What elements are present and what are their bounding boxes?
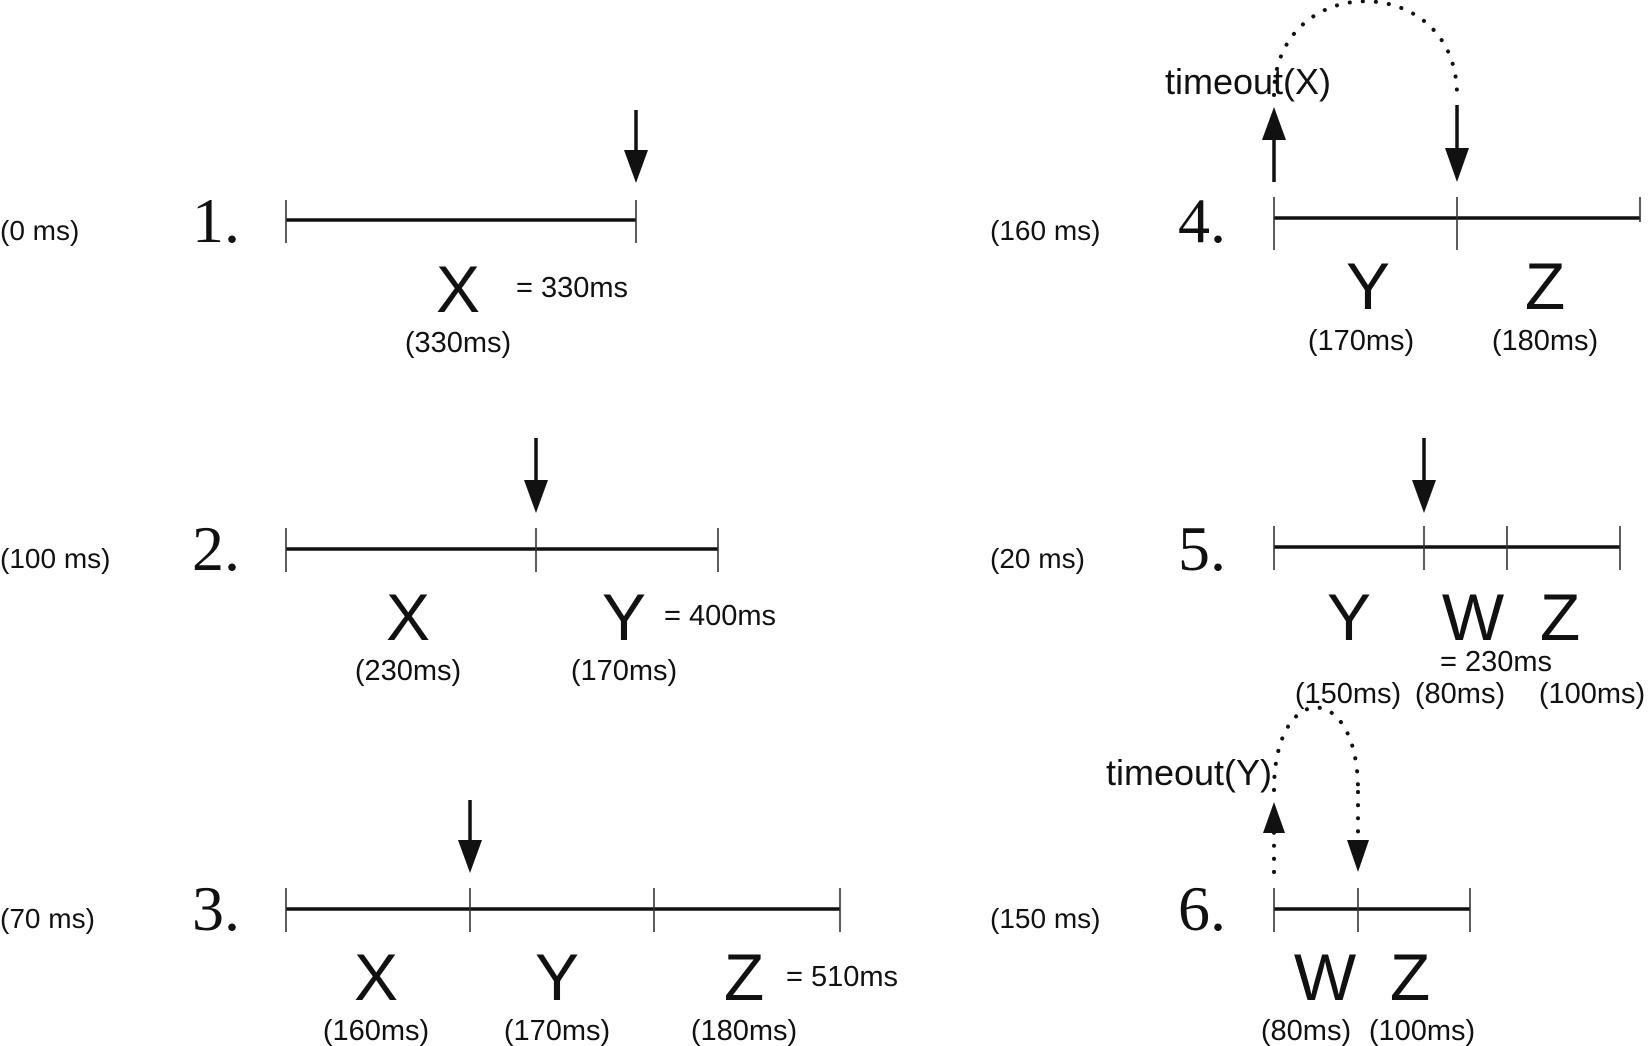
step-5-segment-z-letter: Z	[1540, 580, 1580, 654]
step-6-arrow-down-icon	[1347, 790, 1369, 872]
step-1-segment-x-letter: X	[436, 252, 480, 326]
step-4-timeout-loop	[1272, 0, 1459, 97]
step-4-timeline	[1273, 197, 1641, 250]
step-3: (70 ms) 3. X (160ms) Y (170ms) Z (180ms)…	[0, 800, 898, 1046]
step-3-timeline	[285, 888, 841, 932]
step-6-segment-w-duration: (80ms)	[1261, 1015, 1351, 1046]
step-5: (20 ms) 5. Y (150ms) W (80ms) Z (100ms) …	[990, 438, 1645, 710]
step-1-total: = 330ms	[516, 272, 628, 304]
step-5-segment-y-duration: (150ms)	[1295, 678, 1401, 710]
step-5-elapsed: (20 ms)	[990, 543, 1085, 574]
step-3-segment-z-letter: Z	[724, 940, 764, 1014]
step-4-number: 4.	[1178, 185, 1226, 256]
step-2-segment-x-letter: X	[386, 580, 430, 654]
step-2: (100 ms) 2. X (230ms) Y (170ms) = 400ms	[0, 438, 776, 687]
step-6-elapsed: (150 ms)	[990, 903, 1100, 934]
step-6-segment-z-letter: Z	[1390, 940, 1430, 1014]
step-2-elapsed: (100 ms)	[0, 543, 110, 574]
step-3-segment-x-letter: X	[354, 940, 398, 1014]
step-5-segment-z-duration: (100ms)	[1539, 678, 1645, 710]
step-1-number: 1.	[192, 185, 240, 256]
step-2-segment-y-letter: Y	[602, 580, 646, 654]
step-1-arrow-down-icon	[624, 110, 648, 183]
step-5-segment-w-letter: W	[1442, 580, 1505, 654]
step-4-timeout-arrow-up-icon	[1262, 107, 1286, 182]
step-5-arrow-down-icon	[1412, 438, 1436, 513]
step-3-segment-z-duration: (180ms)	[691, 1015, 797, 1046]
step-4-segment-z-letter: Z	[1525, 249, 1565, 323]
step-6: (150 ms) 6. timeout(Y) W (80ms) Z (100ms…	[990, 705, 1475, 1046]
step-6-timeline	[1273, 888, 1471, 932]
step-4-arrow-down-icon	[1445, 105, 1469, 182]
step-6-timeout-loop	[1272, 705, 1360, 792]
step-6-timeout-label: timeout(Y)	[1106, 752, 1272, 793]
step-2-number: 2.	[192, 513, 240, 584]
step-3-total: = 510ms	[786, 961, 898, 993]
step-4-segment-z-duration: (180ms)	[1492, 325, 1598, 357]
step-1-elapsed: (0 ms)	[0, 215, 79, 246]
step-3-segment-y-letter: Y	[535, 940, 579, 1014]
step-1-segment-x-duration: (330ms)	[405, 327, 511, 359]
step-4-segment-y-duration: (170ms)	[1308, 325, 1414, 357]
step-5-segment-w-duration: (80ms)	[1415, 678, 1505, 710]
step-5-timeline	[1273, 526, 1621, 570]
step-2-segment-y-duration: (170ms)	[571, 655, 677, 687]
step-3-elapsed: (70 ms)	[0, 903, 95, 934]
step-3-segment-y-duration: (170ms)	[504, 1015, 610, 1046]
step-2-segment-x-duration: (230ms)	[355, 655, 461, 687]
step-6-segment-w-letter: W	[1294, 940, 1357, 1014]
step-2-timeline	[285, 528, 719, 572]
step-4-timeout-label: timeout(X)	[1165, 61, 1331, 102]
step-3-number: 3.	[192, 873, 240, 944]
step-4-segment-y-letter: Y	[1346, 249, 1390, 323]
step-6-timeout-arrow-up-icon	[1263, 802, 1285, 874]
step-6-segment-z-duration: (100ms)	[1369, 1015, 1475, 1046]
step-6-number: 6.	[1178, 873, 1226, 944]
step-4-elapsed: (160 ms)	[990, 215, 1100, 246]
step-5-number: 5.	[1178, 513, 1226, 584]
step-5-total: = 230ms	[1440, 646, 1552, 678]
step-1-timeline	[285, 200, 637, 243]
step-2-arrow-down-icon	[524, 438, 548, 513]
step-4: (160 ms) 4. timeout(X) Y (170ms) Z (180m…	[990, 0, 1641, 357]
step-5-segment-y-letter: Y	[1327, 580, 1371, 654]
step-3-segment-x-duration: (160ms)	[323, 1015, 429, 1046]
step-2-total: = 400ms	[664, 600, 776, 632]
step-1: (0 ms) 1. X (330ms) = 330ms	[0, 110, 648, 359]
step-3-arrow-down-icon	[458, 800, 482, 873]
